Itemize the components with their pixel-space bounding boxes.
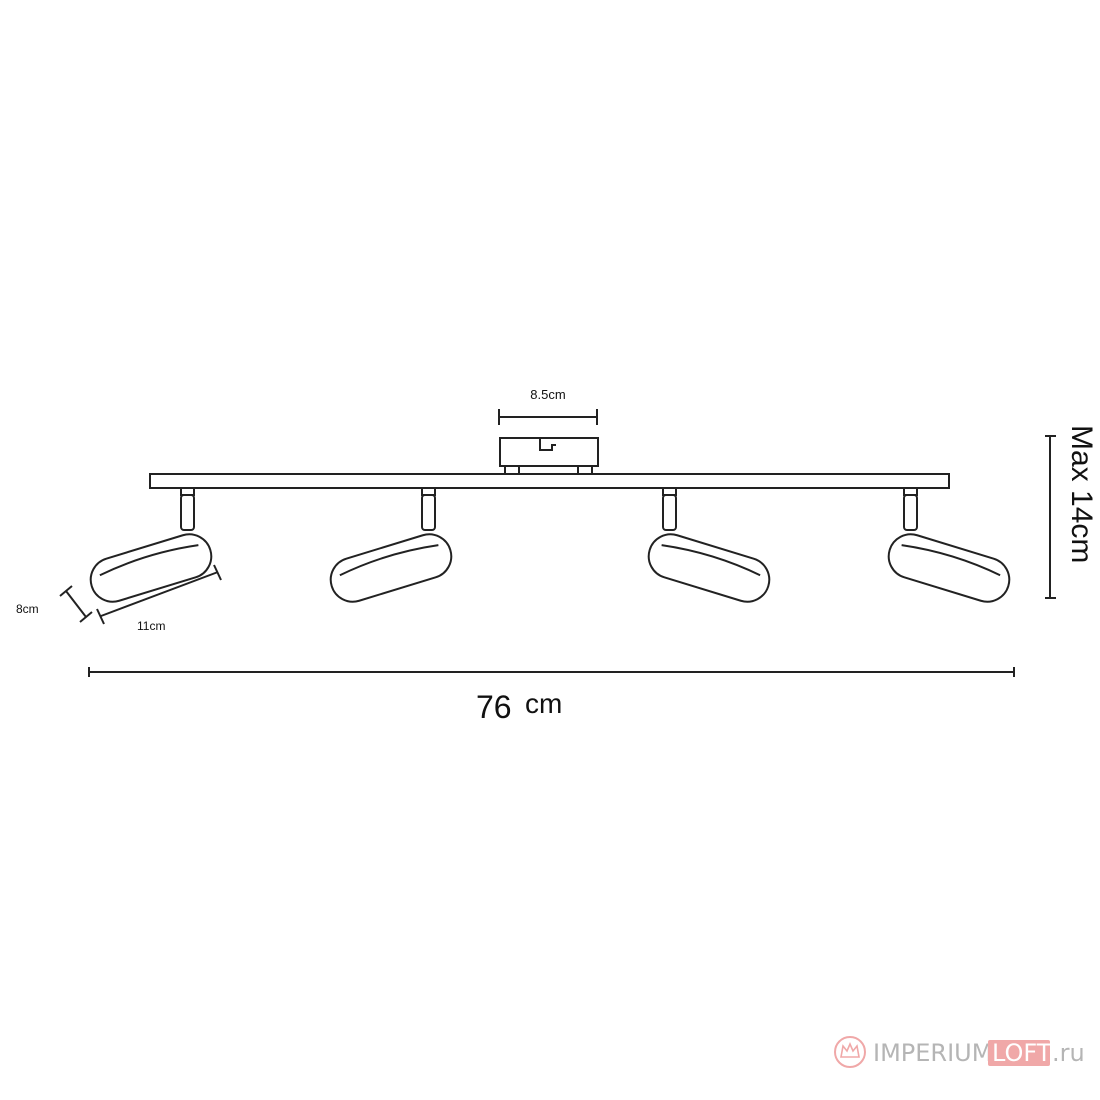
- spot-3-collar: [662, 487, 677, 496]
- spot-4-head: [887, 533, 1011, 603]
- head-length-label: 11cm: [137, 619, 165, 633]
- canopy-screw-right: [577, 465, 593, 475]
- base-width-label: 8.5cm: [530, 387, 565, 402]
- dimension-max-height: Max 14cm: [1045, 425, 1098, 599]
- watermark-loft-badge: [988, 1040, 1050, 1066]
- total-length-unit: cm: [525, 688, 562, 719]
- canopy-slot: [539, 438, 556, 451]
- watermark: IMPERIUM LOFT .ru: [834, 1036, 1085, 1068]
- head-thickness-label: 8cm: [16, 602, 39, 616]
- watermark-name-2: LOFT: [992, 1039, 1052, 1067]
- spot-3-head-edge: [661, 544, 761, 577]
- spotlight-4: [887, 487, 1011, 603]
- spot-4-collar: [903, 487, 918, 496]
- spotlight-1: [89, 487, 213, 603]
- watermark-name-1: IMPERIUM: [873, 1039, 992, 1067]
- spot-3-head: [647, 533, 771, 603]
- spotlight-2: [329, 487, 453, 603]
- spot-4-head-edge: [901, 544, 1001, 577]
- spot-1-stem: [180, 494, 195, 531]
- dimension-base-width: 8.5cm: [498, 387, 598, 425]
- dimension-total-length: 76 cm: [88, 667, 1015, 725]
- spot-2-head-edge: [339, 544, 439, 577]
- canopy: [499, 437, 599, 475]
- spot-2-head: [329, 533, 453, 603]
- canopy-screw-left: [504, 465, 520, 475]
- spot-4-stem: [903, 494, 918, 531]
- max-height-label: Max 14cm: [1065, 425, 1098, 563]
- spot-2-stem: [421, 494, 436, 531]
- total-length-value: 76: [476, 689, 512, 725]
- canopy-box: [499, 437, 599, 467]
- spot-1-head-edge: [99, 544, 199, 577]
- dimension-head-length: 11cm: [96, 564, 222, 633]
- spot-2-collar: [421, 487, 436, 496]
- spot-1-collar: [180, 487, 195, 496]
- watermark-domain: .ru: [1052, 1039, 1085, 1067]
- dimension-head-thickness: 8cm: [16, 585, 93, 623]
- spotlight-3: [647, 487, 771, 603]
- lamp-bar: [149, 473, 950, 489]
- crown-logo-icon: [834, 1036, 866, 1068]
- spot-1-head: [89, 533, 213, 603]
- spot-3-stem: [662, 494, 677, 531]
